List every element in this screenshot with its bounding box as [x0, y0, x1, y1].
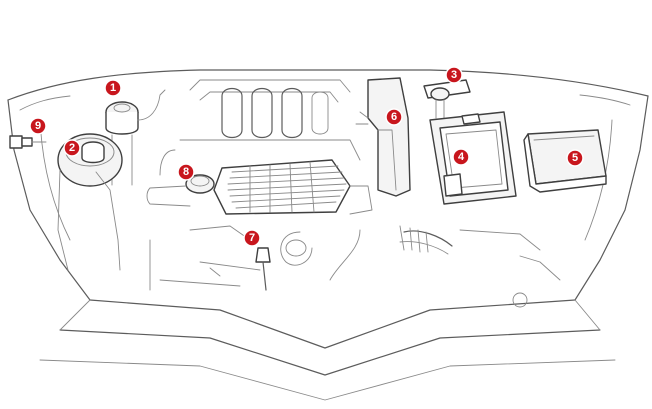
coolant-cap-part — [105, 89, 166, 186]
callout-9: 9 — [29, 117, 47, 135]
dipstick-part — [255, 247, 271, 291]
intake-manifold — [213, 159, 373, 215]
hood-release-part — [9, 135, 47, 149]
air-duct-part — [355, 77, 411, 197]
oil-filler-part — [146, 174, 223, 207]
callout-2-label: 2 — [69, 142, 75, 154]
hoses-lower — [149, 225, 561, 308]
callout-5: 5 — [566, 149, 584, 167]
callout-7-label: 7 — [249, 232, 255, 244]
callout-1: 1 — [104, 79, 122, 97]
callout-6-label: 6 — [391, 111, 397, 123]
battery-part — [429, 111, 517, 205]
callout-9-label: 9 — [35, 120, 41, 132]
callout-5-label: 5 — [572, 152, 578, 164]
engine-block — [159, 79, 361, 176]
fuse-box-part — [523, 129, 607, 193]
callout-4: 4 — [452, 148, 470, 166]
callout-2: 2 — [63, 139, 81, 157]
front-grille — [39, 299, 616, 401]
callout-3: 3 — [445, 66, 463, 84]
brake-fluid-part — [423, 79, 471, 119]
callout-8: 8 — [177, 163, 195, 181]
callout-6: 6 — [385, 108, 403, 126]
callout-7: 7 — [243, 229, 261, 247]
callout-8-label: 8 — [183, 166, 189, 178]
callout-4-label: 4 — [458, 151, 465, 163]
callout-1-label: 1 — [110, 82, 116, 94]
callout-3-label: 3 — [451, 69, 457, 81]
